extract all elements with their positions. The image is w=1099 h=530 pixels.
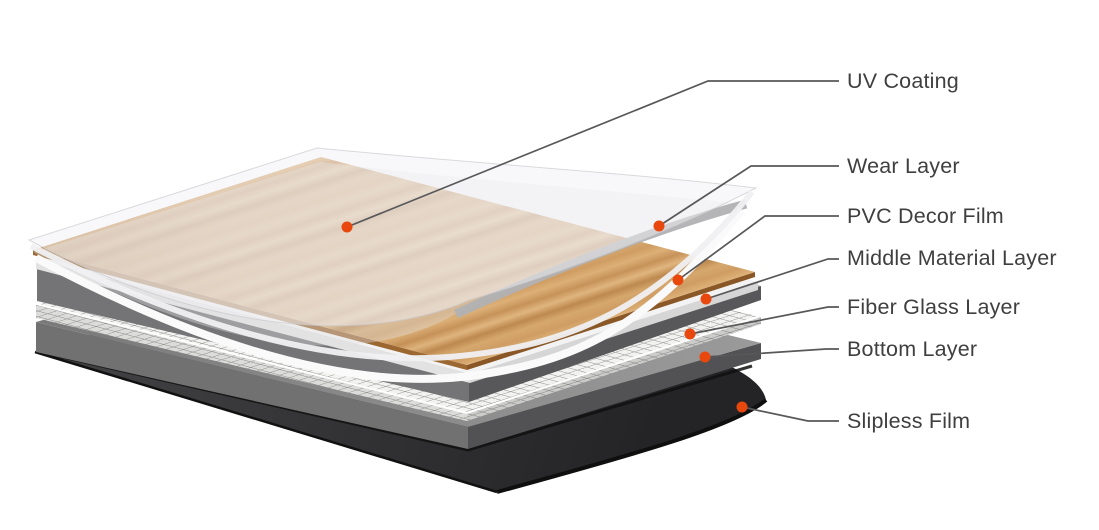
layer-label-wear-layer: Wear Layer [847, 154, 960, 178]
leader-middle-material-layer [705, 258, 839, 300]
layer-label-bottom-layer: Bottom Layer [847, 337, 978, 361]
marker-dot-wear-layer [653, 220, 665, 232]
leader-uv-coating [346, 80, 839, 228]
marker-dot-middle-material-layer [700, 293, 712, 305]
marker-dot-bottom-layer [699, 351, 711, 363]
marker-dots [341, 220, 748, 413]
layer-label-middle-material-layer: Middle Material Layer [847, 246, 1057, 270]
marker-dot-uv-coating [341, 221, 353, 233]
marker-dot-fiber-glass-layer [684, 328, 696, 340]
layer-label-slipless-film: Slipless Film [847, 409, 971, 433]
layer-label-pvc-decor-film: PVC Decor Film [847, 204, 1004, 228]
layer-label-fiber-glass-layer: Fiber Glass Layer [847, 295, 1021, 319]
leader-lines [346, 80, 839, 422]
leader-slipless-film [741, 406, 839, 422]
leader-wear-layer [658, 165, 839, 227]
marker-dot-pvc-decor-film [672, 274, 684, 286]
uv-coating-graphic [27, 147, 758, 362]
marker-dot-slipless-film [736, 401, 748, 413]
leader-fiber-glass-layer [689, 306, 839, 335]
layer-label-uv-coating: UV Coating [847, 69, 959, 93]
leader-pvc-decor-film [677, 215, 839, 281]
leader-bottom-layer [704, 348, 839, 358]
